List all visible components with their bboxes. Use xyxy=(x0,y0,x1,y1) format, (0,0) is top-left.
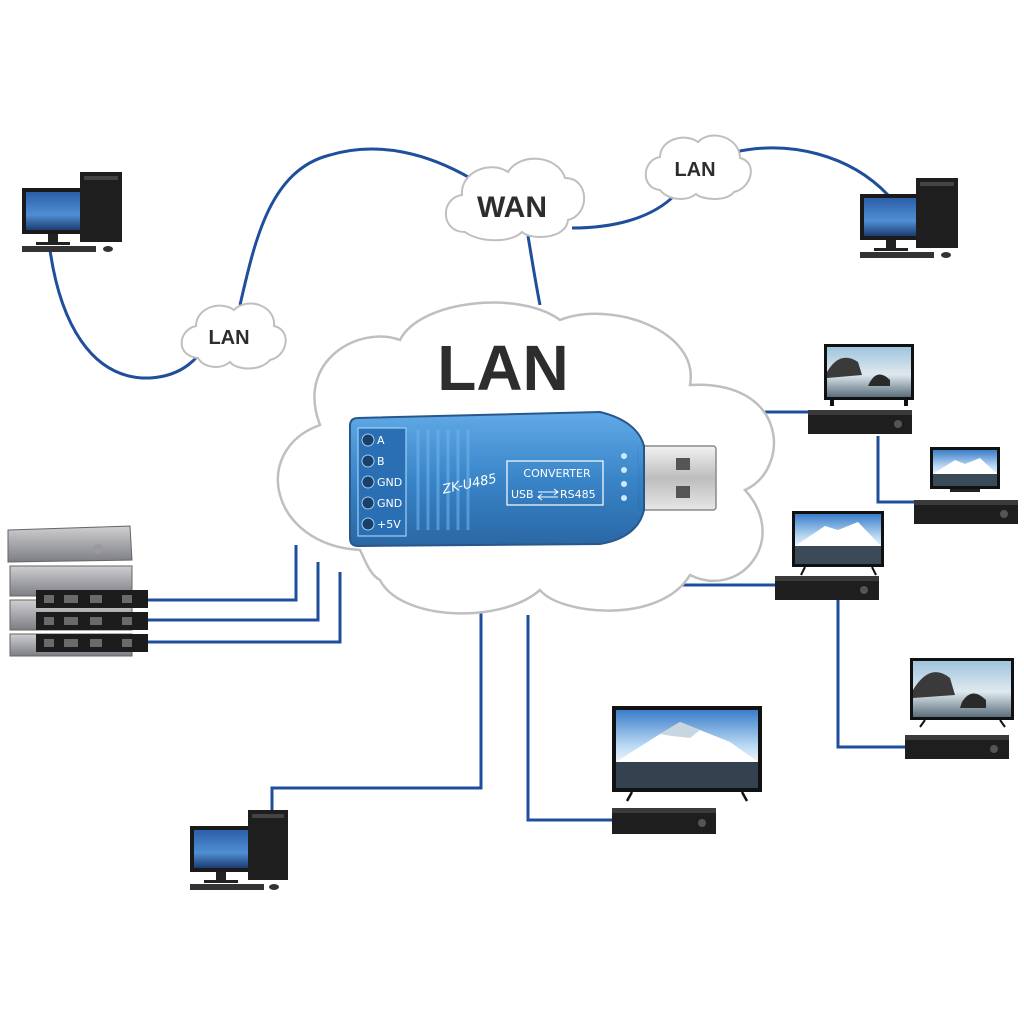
cable-lan-right-to-pc xyxy=(734,146,890,197)
set-top-box-2 xyxy=(914,500,1018,524)
led-indicator xyxy=(621,495,627,501)
cable-wan-to-center xyxy=(526,235,542,306)
converter-label-frame xyxy=(506,460,604,506)
desktop-computer-bottom xyxy=(190,810,288,890)
set-top-box-3 xyxy=(775,576,879,600)
pin-label-a: A xyxy=(377,434,385,447)
pin-screw xyxy=(361,496,375,510)
bidirectional-arrow-icon xyxy=(537,488,559,501)
cable-to-server-1 xyxy=(148,545,298,602)
set-top-box-4 xyxy=(905,735,1009,759)
cloud-lan-top-left: LAN xyxy=(180,302,287,370)
pin-label-gnd-2: GND xyxy=(377,497,402,510)
cable-to-server-2 xyxy=(148,562,320,622)
set-top-box-1 xyxy=(808,410,912,434)
cable-to-server-3 xyxy=(148,572,342,644)
led-indicator xyxy=(621,467,627,473)
tv-5 xyxy=(612,706,762,802)
pin-label-5v: +5V xyxy=(377,518,401,531)
tv-3 xyxy=(792,511,884,576)
cable-wan-to-lan-right xyxy=(571,193,677,230)
cloud-lan-top-left-label: LAN xyxy=(208,327,249,349)
set-top-box-5 xyxy=(612,808,716,834)
pin-screw xyxy=(361,517,375,531)
cloud-wan: WAN xyxy=(444,157,586,242)
pin-screw xyxy=(361,454,375,468)
cable-pc-left-to-lan xyxy=(48,249,207,380)
led-indicator xyxy=(621,453,627,459)
tv-4 xyxy=(910,658,1014,728)
tv-2 xyxy=(930,447,1000,492)
cable-to-pc-bottom xyxy=(270,602,483,812)
cable-to-tv-5 xyxy=(526,615,612,822)
cloud-lan-top-right-label: LAN xyxy=(674,159,715,181)
cloud-wan-label: WAN xyxy=(477,191,547,224)
converter-title: CONVERTER xyxy=(523,467,591,480)
desktop-computer-top-right xyxy=(860,178,958,258)
usb-rs485-converter: A B GND GND +5V ZK-U485 CONVERTER USB RS… xyxy=(349,410,717,548)
cable-to-tv-4 xyxy=(836,600,906,749)
pin-label-b: B xyxy=(377,455,385,468)
cable-lan-to-wan xyxy=(238,147,471,306)
desktop-computer-top-left xyxy=(22,172,122,252)
pin-label-gnd-1: GND xyxy=(377,476,402,489)
cloud-lan-top-right: LAN xyxy=(644,134,752,200)
usb-plug xyxy=(637,445,717,511)
converter-rs485-label: RS485 xyxy=(560,488,596,501)
pin-screw xyxy=(361,475,375,489)
converter-usb-label: USB xyxy=(511,488,534,501)
cable-to-tv-2 xyxy=(876,436,914,504)
led-indicator xyxy=(621,481,627,487)
pin-screw xyxy=(361,433,375,447)
server-rack xyxy=(7,525,148,657)
tv-1 xyxy=(824,344,914,406)
converter-body xyxy=(349,410,645,548)
cloud-center-label: LAN xyxy=(437,332,569,404)
